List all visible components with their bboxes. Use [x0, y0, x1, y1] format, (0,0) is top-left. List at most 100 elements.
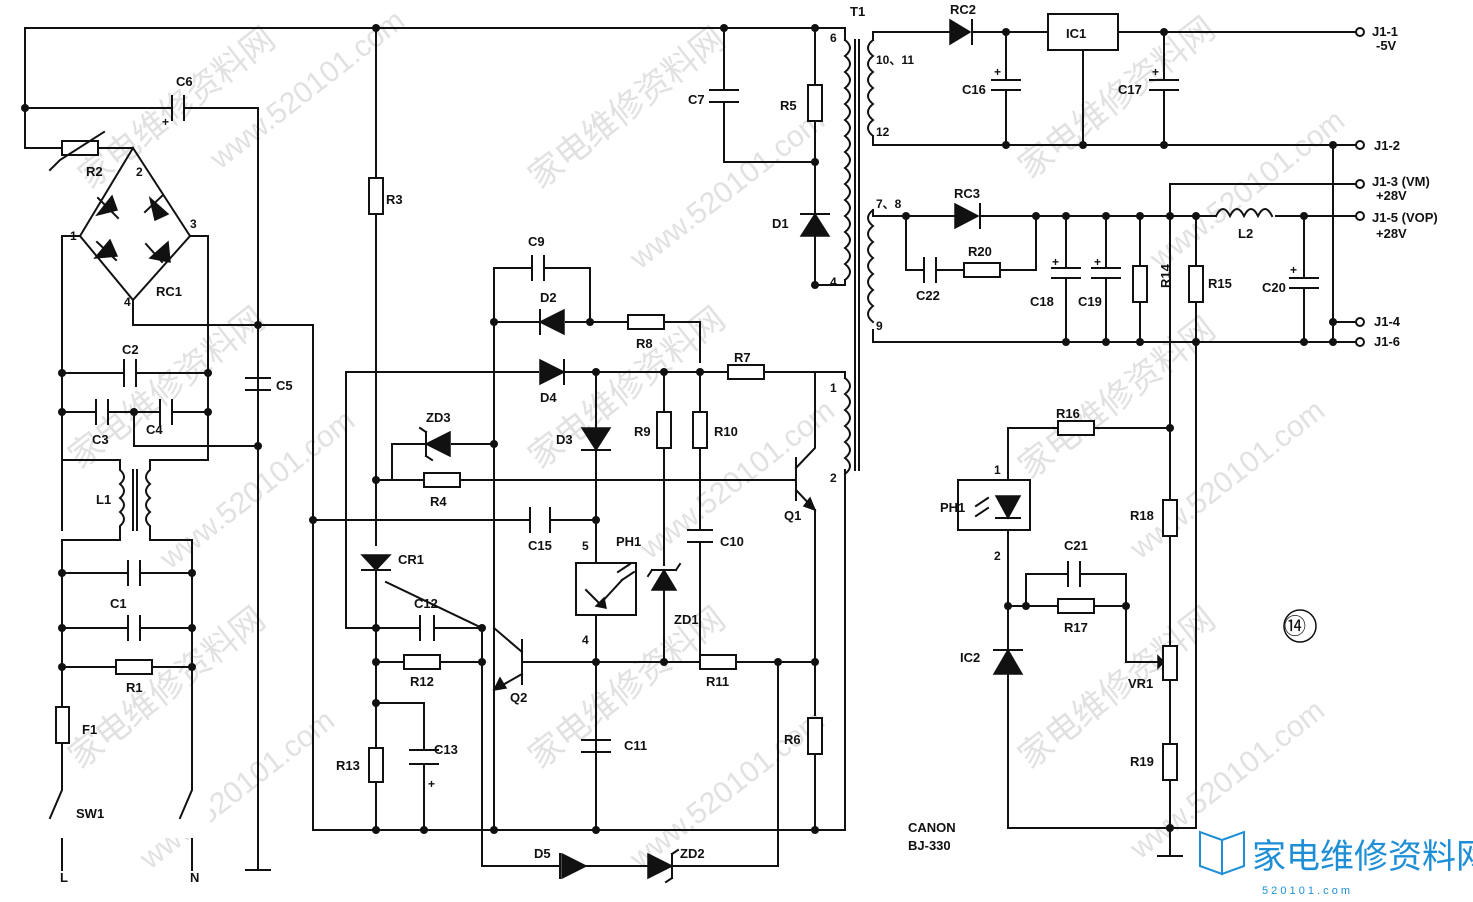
transformer-t1: T1 6 4 1 2 10、11 12 7、8 9	[830, 4, 914, 485]
svg-text:C12: C12	[414, 596, 438, 611]
connector-j1: J1-1 -5V J1-2 J1-3 (VM) +28V J1-5 (VOP) …	[1355, 24, 1438, 349]
svg-text:7、8: 7、8	[876, 197, 902, 211]
svg-text:Q2: Q2	[510, 690, 527, 705]
watermark-cn: 家电维修资料网	[62, 600, 273, 776]
watermark-url: www.520101.com	[1143, 104, 1351, 276]
svg-text:2: 2	[136, 165, 143, 179]
model-brand: CANON	[908, 820, 956, 835]
svg-text:C6: C6	[176, 74, 193, 89]
svg-text:VR1: VR1	[1128, 676, 1153, 691]
svg-text:ZD3: ZD3	[426, 410, 451, 425]
logo-url: 5 2 0 1 0 1 . c o m	[1262, 885, 1350, 897]
svg-text:ZD2: ZD2	[680, 846, 705, 861]
watermark-cn: 家电维修资料网	[1012, 310, 1223, 486]
svg-text:L1: L1	[96, 492, 111, 507]
input-section: + C6 R2 2 1 3 4 RC1	[21, 27, 821, 885]
svg-text:C7: C7	[688, 92, 705, 107]
svg-text:R20: R20	[968, 244, 992, 259]
svg-text:3: 3	[190, 217, 197, 231]
svg-text:N: N	[190, 870, 199, 885]
svg-text:C1: C1	[110, 596, 127, 611]
svg-text:+28V: +28V	[1376, 226, 1407, 241]
svg-text:D4: D4	[540, 390, 557, 405]
label-c2: C2	[122, 342, 139, 357]
svg-text:CR1: CR1	[398, 552, 424, 567]
svg-text:C21: C21	[1064, 538, 1088, 553]
svg-text:C11: C11	[624, 738, 647, 753]
svg-text:C13: C13	[434, 742, 458, 757]
watermark-url: www.520101.com	[203, 4, 411, 176]
svg-text:D5: D5	[534, 846, 551, 861]
svg-text:C5: C5	[276, 378, 293, 393]
watermark-url: www.520101.com	[1123, 394, 1331, 566]
svg-text:4: 4	[124, 295, 131, 309]
svg-text:C19: C19	[1078, 294, 1102, 309]
svg-text:1: 1	[830, 381, 837, 395]
svg-text:J1-4: J1-4	[1374, 314, 1401, 329]
svg-text:R18: R18	[1130, 508, 1154, 523]
svg-text:J1-6: J1-6	[1374, 334, 1400, 349]
svg-text:R4: R4	[430, 494, 447, 509]
inductor-l1: L1	[61, 459, 209, 541]
svg-text:R15: R15	[1208, 276, 1232, 291]
svg-text:D2: D2	[540, 290, 557, 305]
watermark-cn: 家电维修资料网	[522, 20, 733, 196]
thermistor-r2: R2	[24, 107, 134, 179]
svg-text:+: +	[428, 777, 435, 791]
svg-text:C16: C16	[962, 82, 986, 97]
svg-text:SW1: SW1	[76, 806, 104, 821]
svg-text:R7: R7	[734, 350, 751, 365]
svg-text:9: 9	[876, 319, 883, 333]
svg-text:R19: R19	[1130, 754, 1154, 769]
svg-text:+: +	[1152, 65, 1159, 79]
svg-text:C3: C3	[92, 432, 109, 447]
capacitor-c6: + C6	[162, 74, 193, 129]
svg-text:R10: R10	[714, 424, 738, 439]
primary-section: R3 CR1 C15 ZD3 R4 C9 D2 R8	[309, 24, 846, 884]
fuse-f1	[55, 706, 70, 744]
secondary-section: RC2 IC1 ++ C16 C17 RC3 C22 R20 ++ C18 C1…	[872, 2, 1438, 857]
svg-text:2: 2	[830, 471, 837, 485]
watermark-cn: 家电维修资料网	[1012, 600, 1223, 776]
svg-text:R1: R1	[126, 680, 143, 695]
svg-text:-5V: -5V	[1376, 38, 1397, 53]
svg-text:5: 5	[582, 539, 589, 553]
svg-text:R12: R12	[410, 674, 434, 689]
svg-text:R5: R5	[780, 98, 797, 113]
svg-text:1: 1	[994, 463, 1001, 477]
svg-text:+: +	[1290, 263, 1297, 277]
svg-text:C4: C4	[146, 422, 163, 437]
svg-text:R17: R17	[1064, 620, 1088, 635]
watermark-url: www.520101.com	[623, 704, 831, 876]
svg-text:Q1: Q1	[784, 508, 801, 523]
svg-text:C10: C10	[720, 534, 744, 549]
svg-text:4: 4	[830, 275, 837, 289]
watermark-url: www.520101.com	[623, 104, 831, 276]
svg-text:T1: T1	[850, 4, 865, 19]
svg-text:R13: R13	[336, 758, 360, 773]
svg-text:L2: L2	[1238, 226, 1253, 241]
svg-text:4: 4	[582, 633, 589, 647]
svg-text:ZD1: ZD1	[674, 612, 699, 627]
svg-text:+: +	[1094, 255, 1101, 269]
bridge-rectifier-rc1: 2 1 3 4 RC1	[70, 146, 197, 309]
model-number: BJ-330	[908, 838, 951, 853]
svg-text:R6: R6	[784, 732, 801, 747]
svg-text:+: +	[1052, 255, 1059, 269]
svg-text:R3: R3	[386, 192, 403, 207]
svg-text:C22: C22	[916, 288, 940, 303]
svg-text:+28V: +28V	[1376, 188, 1407, 203]
svg-text:D1: D1	[772, 216, 789, 231]
svg-text:C17: C17	[1118, 82, 1142, 97]
svg-text:C15: C15	[528, 538, 552, 553]
figure-number: ⑭	[1284, 614, 1306, 639]
svg-text:12: 12	[876, 125, 890, 139]
svg-text:J1-1: J1-1	[1372, 24, 1398, 39]
svg-text:R8: R8	[636, 336, 653, 351]
svg-text:J1-3 (VM): J1-3 (VM)	[1372, 174, 1430, 189]
svg-text:F1: F1	[82, 722, 97, 737]
site-logo: 家电维修资料网 5 2 0 1 0 1 . c o m	[1199, 830, 1473, 897]
svg-text:RC1: RC1	[156, 284, 182, 299]
svg-text:2: 2	[994, 549, 1001, 563]
svg-text:C20: C20	[1262, 280, 1286, 295]
